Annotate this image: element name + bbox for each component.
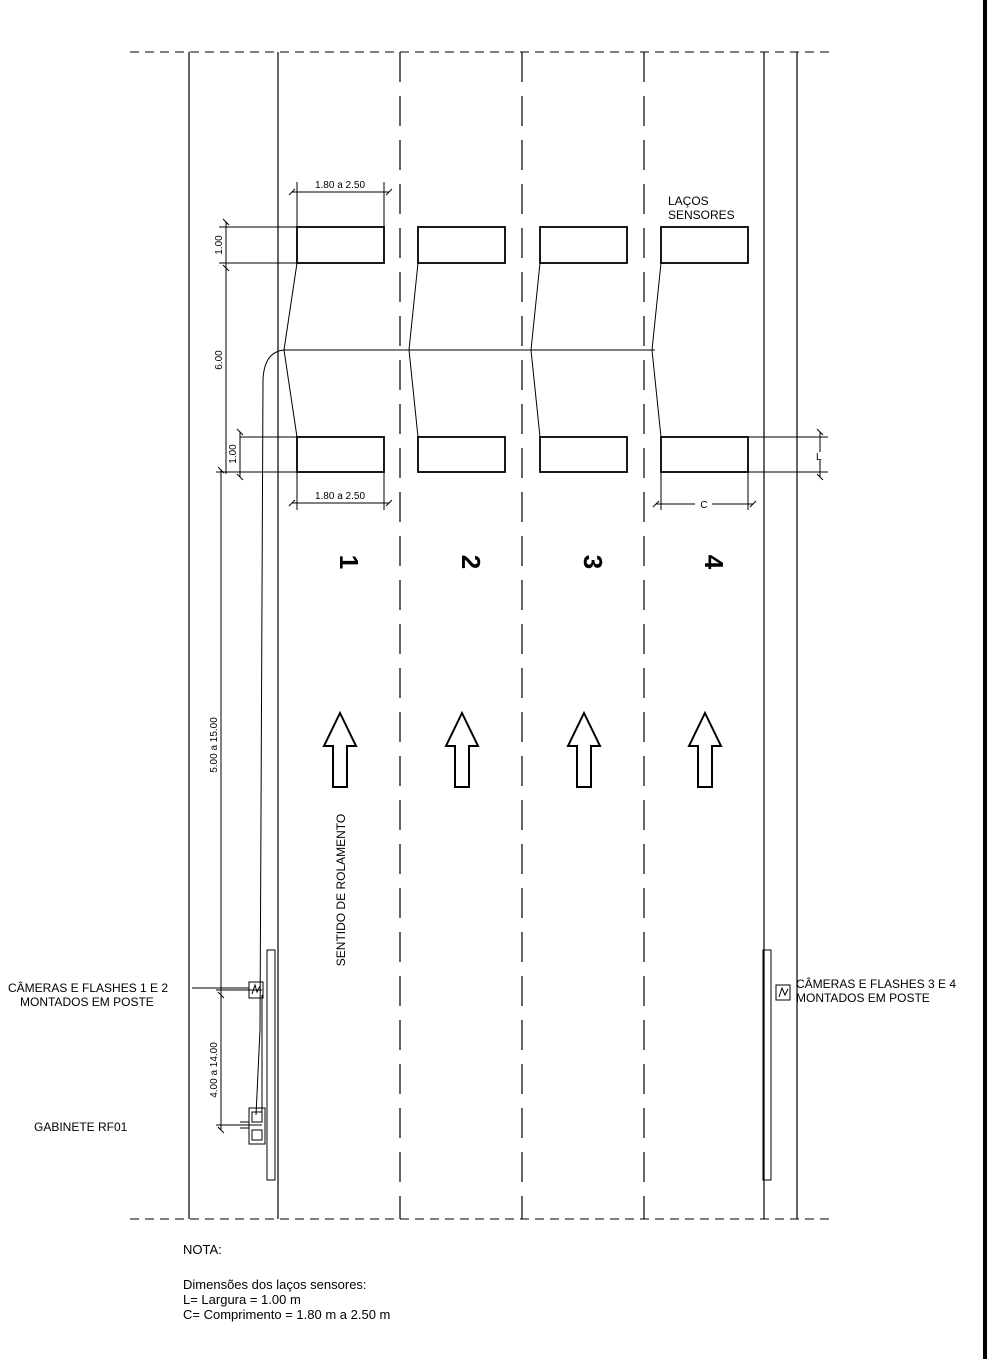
note-heading: NOTA:	[183, 1242, 222, 1257]
sensor-loop-bottom-3	[539, 436, 628, 473]
lane-number-1: 1	[334, 555, 364, 569]
dimension-loop-spacing: 6.00	[214, 350, 225, 370]
dimension-c-symbol	[652, 472, 757, 510]
dimension-width-bottom	[288, 472, 393, 510]
direction-arrow-lane-1	[322, 710, 358, 788]
camera-right-icon	[775, 984, 791, 1001]
camera-left-icon	[248, 981, 264, 999]
sensor-loop-top-4	[660, 226, 749, 264]
sensor-loop-bottom-4	[660, 436, 749, 473]
sensor-loops-label-line2: SENSORES	[668, 208, 735, 222]
sensor-loop-top-3	[539, 226, 628, 264]
note-line-3: C= Comprimento = 1.80 m a 2.50 m	[183, 1307, 391, 1322]
camera-right-label-line1: CÂMERAS E FLASHES 3 E 4	[796, 976, 956, 991]
lane-number-4: 4	[699, 555, 729, 570]
note-line-1: Dimensões dos laços sensores:	[183, 1277, 367, 1292]
pole-left	[266, 949, 276, 1181]
direction-arrow-lane-4	[687, 710, 723, 788]
lane-number-3: 3	[578, 555, 608, 569]
sensor-loop-top-2	[417, 226, 506, 264]
dimension-c-label: C	[700, 500, 707, 511]
dimension-width-top-label: 1.80 a 2.50	[315, 180, 365, 191]
sensor-loop-bottom-1	[296, 436, 385, 473]
direction-label: SENTIDO DE ROLAMENTO	[334, 814, 348, 966]
dimension-camera-to-cabinet: 4.00 a 14.00	[209, 1042, 220, 1098]
dimension-width-top	[288, 182, 393, 230]
camera-left-label-line1: CÂMERAS E FLASHES 1 E 2	[8, 980, 168, 995]
sensor-loops-label-line1: LAÇOS	[668, 194, 709, 208]
direction-arrow-lane-3	[566, 710, 602, 788]
pole-right	[762, 949, 772, 1181]
sensor-loop-top-1	[296, 226, 385, 264]
note-line-2: L= Largura = 1.00 m	[183, 1292, 301, 1307]
loop-wiring	[255, 262, 662, 1116]
dimension-l-symbol	[748, 428, 828, 481]
camera-right-label-line2: MONTADOS EM POSTE	[796, 991, 930, 1005]
cabinet-icon	[240, 1107, 266, 1145]
sensor-loop-bottom-2	[417, 436, 506, 473]
direction-arrow-lane-2	[444, 710, 480, 788]
dimension-vertical-column	[216, 218, 300, 1134]
dimension-loop-length-top: 1.00	[214, 235, 225, 255]
dimension-l-label: L	[816, 452, 822, 463]
cabinet-label: GABINETE RF01	[34, 1120, 128, 1134]
dimension-loops-to-camera: 5.00 a 15.00	[209, 717, 220, 773]
dimension-width-bottom-label: 1.80 a 2.50	[315, 491, 365, 502]
dimension-loop-length-bottom: 1.00	[228, 444, 239, 464]
camera-left-label-line2: MONTADOS EM POSTE	[20, 995, 154, 1009]
lane-number-2: 2	[456, 555, 486, 569]
